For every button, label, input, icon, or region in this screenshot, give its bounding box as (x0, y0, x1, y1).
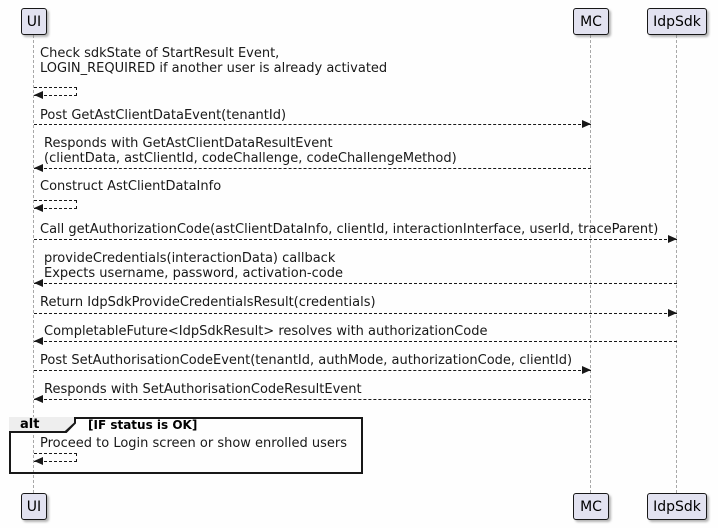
message-line (34, 341, 677, 342)
arrowhead-left-icon (34, 204, 43, 212)
message-line (34, 239, 677, 240)
alt-fragment-box (9, 417, 363, 474)
participant-label: MC (580, 498, 602, 515)
message-label: Return IdpSdkProvideCredentialsResult(cr… (40, 295, 376, 310)
message-line (34, 370, 591, 371)
message-line (34, 124, 591, 125)
participant-ui-bottom: UI (21, 493, 47, 520)
arrowhead-left-icon (34, 457, 43, 465)
message-line (34, 168, 591, 169)
message-line (34, 399, 591, 400)
arrowhead-left-icon (34, 337, 43, 345)
self-message-loop (34, 453, 77, 462)
participant-label: MC (580, 13, 602, 30)
arrowhead-left-icon (34, 395, 43, 403)
lifeline-idpsdk (676, 35, 677, 493)
message-label: Construct AstClientDataInfo (40, 179, 222, 194)
self-message-loop (34, 87, 77, 96)
arrowhead-left-icon (34, 91, 43, 99)
arrowhead-right-icon (668, 235, 677, 243)
arrowhead-right-icon (582, 120, 591, 128)
arrowhead-right-icon (668, 309, 677, 317)
message-label: CompletableFuture<IdpSdkResult> resolves… (44, 324, 488, 339)
message-label: Check sdkState of StartResult Event, LOG… (40, 46, 388, 76)
message-label: Call getAuthorizationCode(astClientDataI… (40, 222, 659, 237)
participant-label: UI (26, 13, 42, 30)
alt-condition: [IF status is OK] (88, 418, 198, 432)
lifeline-ui (33, 35, 34, 493)
self-message-loop (34, 200, 77, 209)
alt-fragment-tab: alt (9, 417, 76, 433)
message-label: Post GetAstClientDataEvent(tenantId) (40, 108, 287, 123)
arrowhead-left-icon (34, 164, 43, 172)
lifeline-mc (590, 35, 591, 493)
message-label: Proceed to Login screen or show enrolled… (40, 436, 348, 451)
participant-ui-top: UI (21, 8, 47, 35)
message-label: Post SetAuthorisationCodeEvent(tenantId,… (40, 353, 573, 368)
message-line (34, 313, 677, 314)
alt-fragment-tab-fill: alt (9, 417, 74, 431)
participant-mc-bottom: MC (573, 493, 609, 520)
participant-idpsdk-bottom: IdpSdk (647, 493, 707, 520)
message-label: provideCredentials(interactionData) call… (44, 251, 343, 281)
participant-label: IdpSdk (653, 498, 701, 515)
participant-label: UI (26, 498, 42, 515)
message-line (34, 283, 677, 284)
participant-mc-top: MC (573, 8, 609, 35)
alt-keyword: alt (20, 416, 40, 432)
arrowhead-left-icon (34, 279, 43, 287)
arrowhead-right-icon (582, 366, 591, 374)
participant-label: IdpSdk (653, 13, 701, 30)
message-label: Responds with SetAuthorisationCodeResult… (44, 382, 362, 397)
participant-idpsdk-top: IdpSdk (647, 8, 707, 35)
message-label: Responds with GetAstClientDataResultEven… (44, 136, 457, 166)
